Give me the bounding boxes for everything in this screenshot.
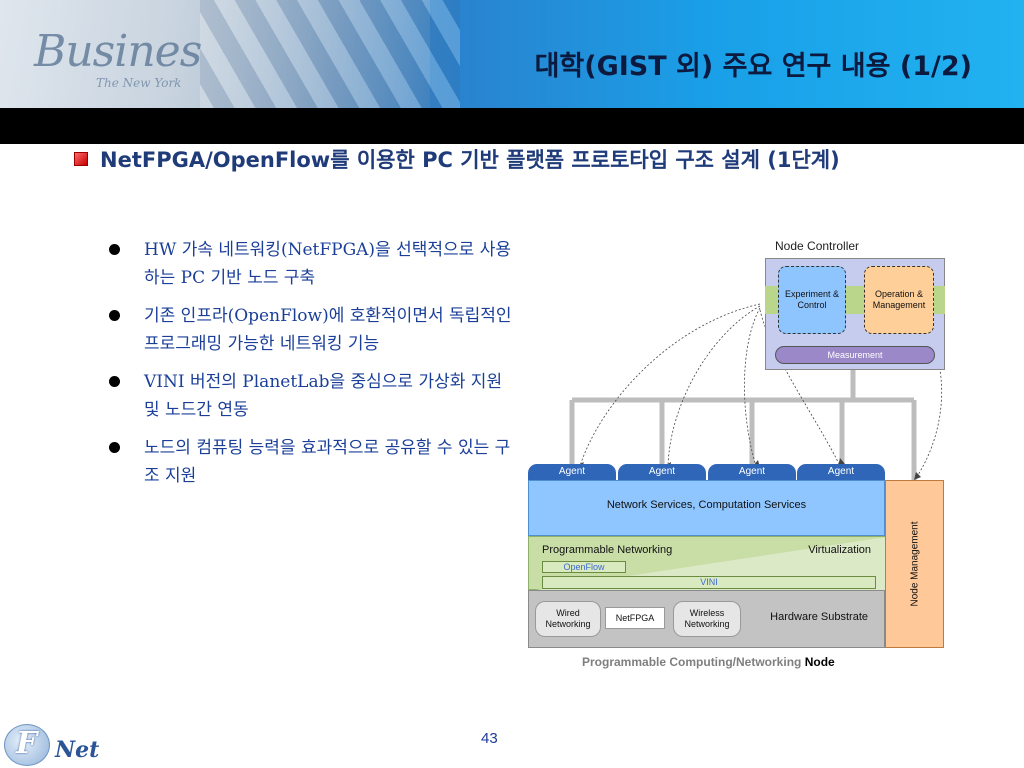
logo-text: Net [55, 737, 100, 763]
bullet-dot-icon [104, 368, 144, 388]
programmable-networking-layer: Programmable Networking Virtualization O… [528, 536, 886, 591]
vini-box: VINI [542, 576, 876, 589]
list-item: 노드의 컴퓨팅 능력을 효과적으로 공유할 수 있는 구조 지원 [104, 434, 514, 490]
agent-tab: Agent [797, 464, 885, 480]
header-divider-bar [0, 108, 1024, 144]
hardware-substrate-layer: Wired Networking NetFPGA Wireless Networ… [528, 590, 885, 648]
architecture-diagram: Node Controller Experiment & Control Ope… [520, 234, 950, 674]
node-controller-label: Node Controller [775, 239, 860, 253]
network-services-layer: Network Services, Computation Services [528, 480, 885, 536]
virtualization-label: Virtualization [808, 544, 871, 556]
openflow-box: OpenFlow [542, 561, 626, 573]
bullet-text: VINI 버전의 PlanetLab을 중심으로 가상화 지원 및 노드간 연동 [144, 372, 503, 420]
agent-tab: Agent [528, 464, 616, 480]
measurement-block: Measurement [775, 346, 935, 364]
agent-tab: Agent [708, 464, 796, 480]
bullet-text: HW 가속 네트워킹(NetFPGA)을 선택적으로 사용하는 PC 기반 노드… [144, 240, 511, 288]
header-brand-text: Busines [34, 26, 202, 77]
slide-title: 대학(GIST 외) 주요 연구 내용 (1/2) [534, 51, 972, 82]
bullet-dot-icon [104, 434, 144, 454]
bullet-dot-icon [104, 302, 144, 322]
bullet-text: 기존 인프라(OpenFlow)에 호환적이면서 독립적인 프로그래밍 가능한 … [144, 306, 512, 354]
header-photo [0, 0, 430, 108]
fnet-logo: F Net [0, 720, 120, 768]
header-brand-subtext: The New York [96, 76, 182, 90]
programmable-networking-label: Programmable Networking [542, 544, 673, 556]
experiment-control-block: Experiment & Control [778, 266, 846, 334]
list-item: VINI 버전의 PlanetLab을 중심으로 가상화 지원 및 노드간 연동 [104, 368, 514, 424]
headline-bullet-icon [74, 152, 88, 166]
node-management-block: Node Management [885, 480, 944, 648]
header-banner: Busines The New York 대학(GIST 외) 주요 연구 내용… [0, 0, 1024, 108]
caption-prefix: Programmable Computing/Networking [582, 655, 802, 669]
page-number: 43 [481, 730, 498, 747]
headline: NetFPGA/OpenFlow를 이용한 PC 기반 플랫폼 프로토타입 구조… [100, 148, 840, 172]
list-item: HW 가속 네트워킹(NetFPGA)을 선택적으로 사용하는 PC 기반 노드… [104, 236, 514, 292]
wired-networking-block: Wired Networking [535, 601, 601, 637]
list-item: 기존 인프라(OpenFlow)에 호환적이면서 독립적인 프로그래밍 가능한 … [104, 302, 514, 358]
diagram-connectors [569, 303, 942, 480]
caption-bold: Node [804, 655, 835, 669]
agent-tab: Agent [618, 464, 706, 480]
bullet-list: HW 가속 네트워킹(NetFPGA)을 선택적으로 사용하는 PC 기반 노드… [104, 236, 514, 500]
bullet-dot-icon [104, 236, 144, 256]
keyboard-graphic [200, 0, 460, 108]
wireless-networking-block: Wireless Networking [673, 601, 741, 637]
logo-circle-icon [4, 724, 50, 766]
hardware-substrate-label: Hardware Substrate [770, 611, 868, 623]
bullet-text: 노드의 컴퓨팅 능력을 효과적으로 공유할 수 있는 구조 지원 [144, 438, 511, 486]
node-management-label: Node Management [909, 521, 920, 607]
netfpga-block: NetFPGA [605, 607, 665, 629]
logo-letter: F [16, 726, 38, 761]
diagram-caption: Programmable Computing/Networking Node [582, 655, 835, 669]
operation-management-block: Operation & Management [864, 266, 934, 334]
